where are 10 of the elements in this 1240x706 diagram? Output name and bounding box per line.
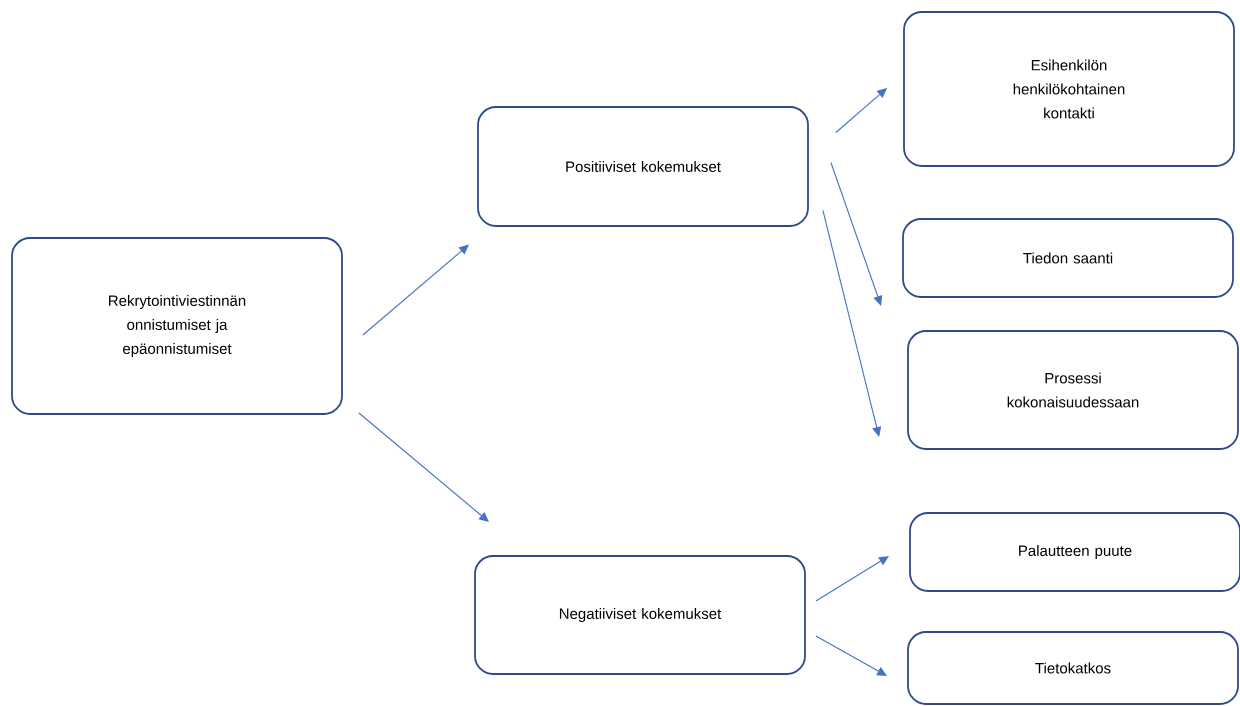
arrow — [822, 209, 882, 437]
process-box: Palautteen puute — [909, 512, 1240, 592]
process-box: Positiiviset kokemukset — [477, 106, 809, 227]
process-box: Negatiiviset kokemukset — [474, 555, 806, 675]
process-box: Tietokatkos — [907, 631, 1239, 705]
process-box: Rekrytointiviestinnän onnistumiset ja epäonnistumiset — [11, 237, 343, 415]
process-box: Prosessi kokonaisuudessaan — [907, 330, 1239, 450]
process-box: Esihenkilön henkilökohtainen kontakti — [903, 11, 1235, 167]
arrow — [830, 161, 883, 306]
process-box: Tiedon saanti — [902, 218, 1234, 298]
